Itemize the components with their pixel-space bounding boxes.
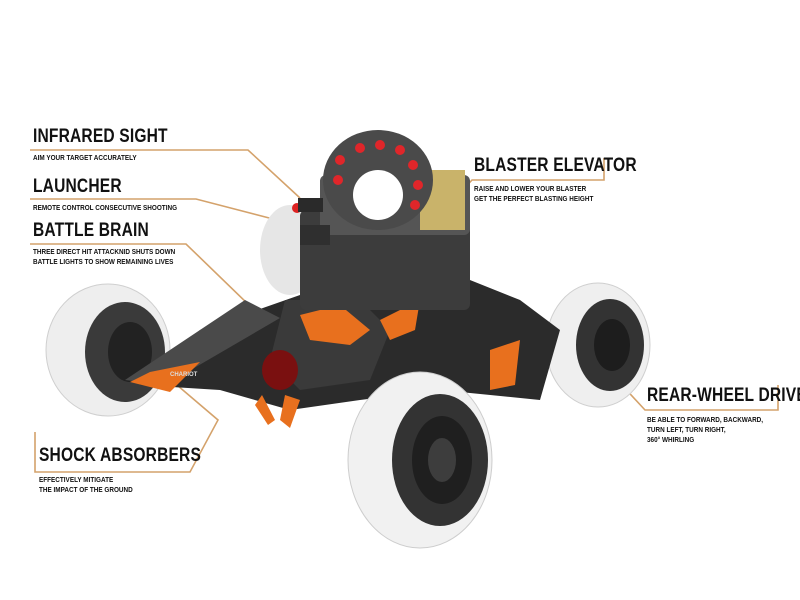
dart-tips xyxy=(333,140,423,210)
description-line: BE ABLE TO FORWARD, BACKWARD, xyxy=(647,415,764,424)
blaster-turret xyxy=(292,130,470,310)
description-line: TURN LEFT, TURN RIGHT, xyxy=(647,425,726,434)
callout-description: RAISE AND LOWER YOUR BLASTER GET THE PER… xyxy=(474,184,643,204)
callout-description: BE ABLE TO FORWARD, BACKWARD, TURN LEFT,… xyxy=(647,415,800,445)
callout-title: LAUNCHER xyxy=(33,176,122,197)
callout-title: BLASTER ELEVATOR xyxy=(474,155,637,176)
callout-rear-wheel-drive: REAR-WHEEL DRIVE BE ABLE TO FORWARD, BAC… xyxy=(647,386,800,445)
rear-right-wheel xyxy=(545,282,651,408)
description-line: GET THE PERFECT BLASTING HEIGHT xyxy=(474,194,594,203)
vehicle-body: CHARIOT xyxy=(125,260,560,428)
callout-infrared-sight: INFRARED SIGHT AIM YOUR TARGET ACCURATEL… xyxy=(33,127,197,163)
leader-line-shock-absorbers xyxy=(34,344,220,473)
callout-title: BATTLE BRAIN xyxy=(33,220,149,241)
description-line: 360° WHIRLING xyxy=(647,435,695,444)
leader-line-infrared-sight xyxy=(30,149,301,199)
leader-lines xyxy=(30,149,779,473)
callout-description: REMOTE CONTROL CONSECUTIVE SHOOTING xyxy=(33,203,178,212)
callout-description: EFFECTIVELY MITIGATE THE IMPACT OF THE G… xyxy=(39,475,207,495)
callout-launcher: LAUNCHER REMOTE CONTROL CONSECUTIVE SHOO… xyxy=(33,177,202,213)
description-line: BATTLE LIGHTS TO SHOW REMAINING LIVES xyxy=(33,257,174,266)
callout-title: SHOCK ABSORBERS xyxy=(39,445,202,466)
description-line: RAISE AND LOWER YOUR BLASTER xyxy=(474,184,587,193)
chariot-badge: CHARIOT xyxy=(170,372,198,378)
front-left-wheel xyxy=(45,283,171,417)
description-line: EFFECTIVELY MITIGATE xyxy=(39,475,114,484)
callout-battle-brain: BATTLE BRAIN THREE DIRECT HIT ATTACKNID … xyxy=(33,221,200,267)
callout-description: THREE DIRECT HIT ATTACKNID SHUTS DOWN BA… xyxy=(33,247,175,267)
callout-blaster-elevator: BLASTER ELEVATOR RAISE AND LOWER YOUR BL… xyxy=(474,156,673,204)
callout-title: INFRARED SIGHT xyxy=(33,126,168,147)
leader-line-launcher xyxy=(30,198,301,227)
description-line: THE IMPACT OF THE GROUND xyxy=(39,485,133,494)
callout-shock-absorbers: SHOCK ABSORBERS EFFECTIVELY MITIGATE THE… xyxy=(39,446,237,495)
front-right-wheel xyxy=(347,371,493,549)
callout-description: AIM YOUR TARGET ACCURATELY xyxy=(33,153,137,162)
description-line: THREE DIRECT HIT ATTACKNID SHUTS DOWN xyxy=(33,247,176,256)
callout-title: REAR-WHEEL DRIVE xyxy=(647,385,800,406)
